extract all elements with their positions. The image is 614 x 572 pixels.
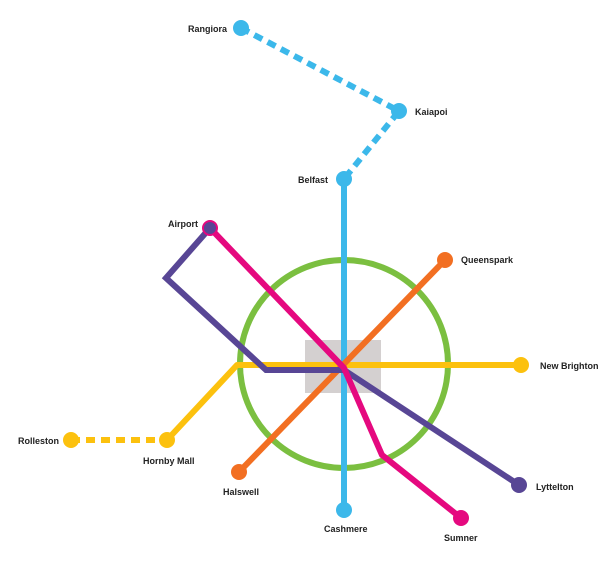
magenta-line	[207, 225, 463, 521]
station-dot-airport[interactable]	[202, 220, 218, 236]
station-label-lyttelton: Lyttelton	[536, 482, 574, 492]
station-label-kaiapoi: Kaiapoi	[415, 107, 448, 117]
station-dot-lyttelton[interactable]	[511, 477, 527, 493]
station-label-new-brighton: New Brighton	[540, 361, 599, 371]
station-label-hornby-mall: Hornby Mall	[143, 456, 195, 466]
station-dot-cashmere[interactable]	[336, 502, 352, 518]
station-label-sumner: Sumner	[444, 533, 478, 543]
station-label-queenspark: Queenspark	[461, 255, 514, 265]
station-label-rangiora: Rangiora	[188, 24, 228, 34]
station-label-rolleston: Rolleston	[18, 436, 59, 446]
station-dot-rolleston[interactable]	[63, 432, 79, 448]
station-dot-queenspark[interactable]	[437, 252, 453, 268]
station-dot-new-brighton[interactable]	[513, 357, 529, 373]
station-dot-sumner[interactable]	[453, 510, 469, 526]
station-label-cashmere: Cashmere	[324, 524, 368, 534]
yellow-line	[164, 362, 521, 443]
station-dot-rangiora[interactable]	[233, 20, 249, 36]
station-dot-belfast[interactable]	[336, 171, 352, 187]
station-dot-hornby-mall[interactable]	[159, 432, 175, 448]
station-label-halswell: Halswell	[223, 487, 259, 497]
station-dot-kaiapoi[interactable]	[391, 103, 407, 119]
purple-line	[161, 226, 521, 488]
station-dot-halswell[interactable]	[231, 464, 247, 480]
station-label-belfast: Belfast	[298, 175, 328, 185]
station-label-airport: Airport	[168, 219, 198, 229]
light-blue-dashed-line	[239, 25, 404, 181]
